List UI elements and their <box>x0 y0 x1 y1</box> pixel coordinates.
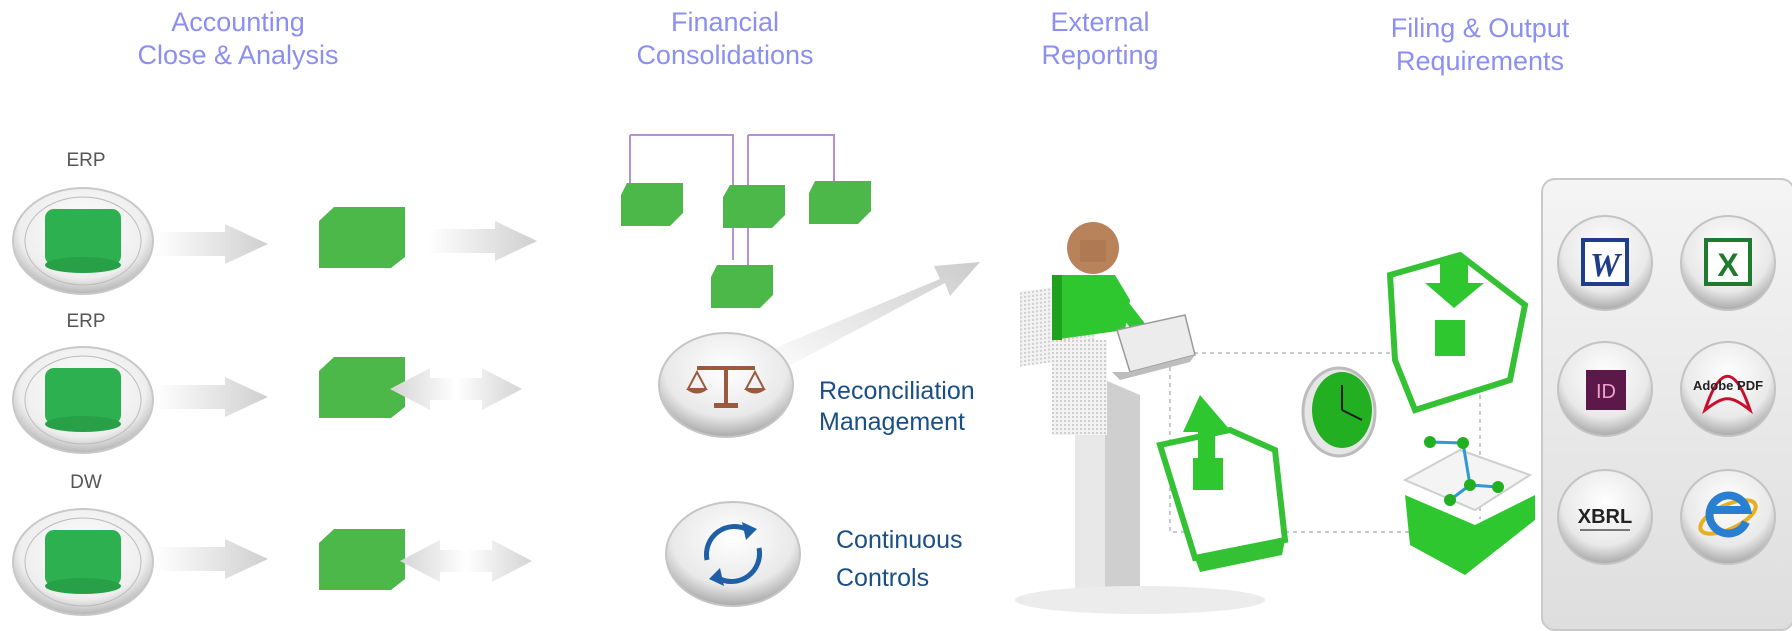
internet-explorer-icon[interactable] <box>1680 469 1776 565</box>
word-icon[interactable]: W <box>1557 215 1653 311</box>
indesign-icon[interactable]: ID <box>1557 341 1653 437</box>
excel-icon[interactable]: X <box>1680 215 1776 311</box>
refresh-cycle-icon <box>665 501 801 607</box>
xbrl-icon[interactable]: XBRL <box>1557 469 1653 565</box>
arrow-right-icon <box>155 377 268 417</box>
source-label-erp-1: ERP <box>66 150 106 171</box>
svg-text:XBRL: XBRL <box>1578 506 1632 528</box>
database-icon-erp-2 <box>12 346 154 454</box>
adobe-pdf-icon[interactable]: Adobe PDF <box>1680 341 1776 437</box>
svg-text:X: X <box>1717 247 1739 283</box>
process-block-icon <box>319 357 405 418</box>
diagonal-arrow-icon <box>758 262 980 376</box>
double-arrow-icon <box>390 368 522 410</box>
external-reporting-illustration <box>1015 222 1535 614</box>
arrow-right-icon <box>155 224 268 264</box>
database-icon-dw <box>12 508 154 616</box>
svg-text:W: W <box>1590 247 1623 284</box>
consolidation-hierarchy <box>621 134 871 308</box>
source-label-dw: DW <box>70 472 102 493</box>
double-arrow-icon <box>400 540 532 582</box>
process-block-icon <box>319 529 405 590</box>
svg-text:ID: ID <box>1596 381 1616 403</box>
arrow-right-icon <box>155 539 268 579</box>
scales-icon <box>658 332 794 438</box>
database-icon-erp-1 <box>12 187 154 295</box>
arrow-right-icon <box>428 221 537 261</box>
process-block-icon <box>319 207 405 268</box>
svg-text:Adobe PDF: Adobe PDF <box>1693 378 1763 393</box>
source-label-erp-2: ERP <box>66 311 106 332</box>
